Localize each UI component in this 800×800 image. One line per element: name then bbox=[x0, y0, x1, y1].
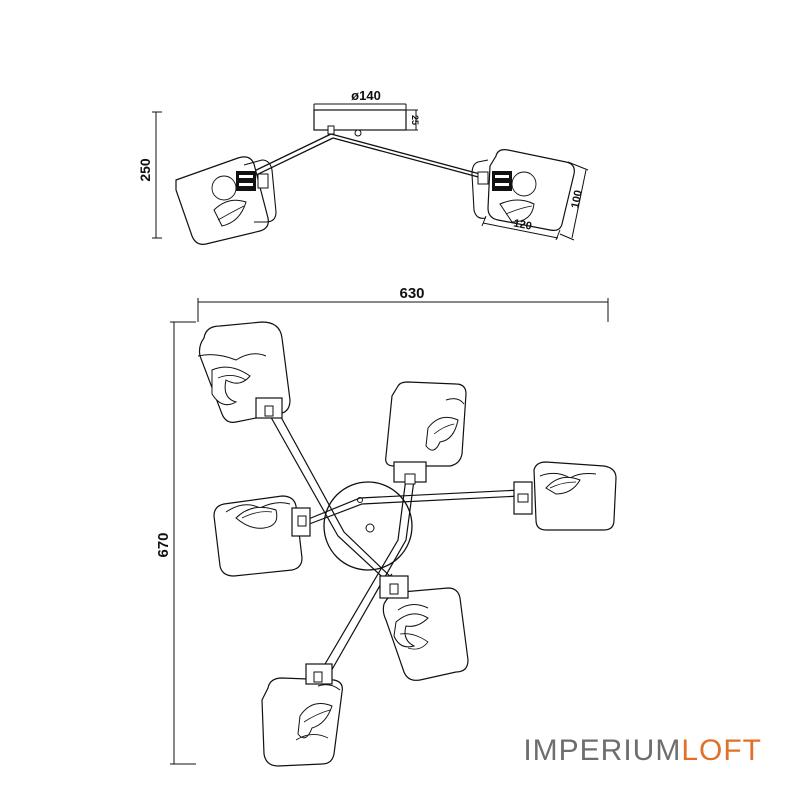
side-view bbox=[152, 103, 589, 245]
top-shade-4 bbox=[213, 495, 311, 577]
top-view bbox=[170, 298, 617, 767]
dim-shade-height bbox=[559, 161, 589, 241]
dim-canopy-diameter bbox=[313, 103, 407, 110]
dim-total-width bbox=[197, 298, 609, 322]
dim-canopy-height bbox=[406, 109, 418, 131]
top-shade-2 bbox=[385, 381, 467, 485]
top-shade-5 bbox=[379, 575, 469, 681]
label-total-width: 630 bbox=[399, 285, 424, 302]
side-shade-left bbox=[175, 156, 277, 245]
brand-logo-part2: LOFT bbox=[681, 734, 762, 767]
label-total-height: 670 bbox=[155, 532, 172, 557]
label-shade-width: 120 bbox=[512, 217, 532, 232]
top-shade-6 bbox=[261, 663, 343, 767]
dim-side-height bbox=[152, 111, 162, 239]
label-shade-height: 100 bbox=[569, 189, 585, 209]
side-canopy bbox=[313, 109, 407, 131]
label-canopy-diameter: ø140 bbox=[351, 88, 381, 103]
dim-shade-width bbox=[481, 215, 561, 241]
top-shade-3 bbox=[513, 461, 617, 531]
dim-total-height bbox=[170, 321, 196, 765]
label-canopy-height: 25 bbox=[410, 115, 420, 125]
side-shade-right bbox=[471, 149, 575, 231]
top-shade-1 bbox=[197, 321, 291, 423]
label-side-height: 250 bbox=[137, 158, 153, 182]
top-arms bbox=[267, 407, 521, 681]
brand-logo-part1: IMPERIUM bbox=[523, 734, 682, 767]
brand-logo: IMPERIUMLOFT bbox=[523, 734, 762, 768]
